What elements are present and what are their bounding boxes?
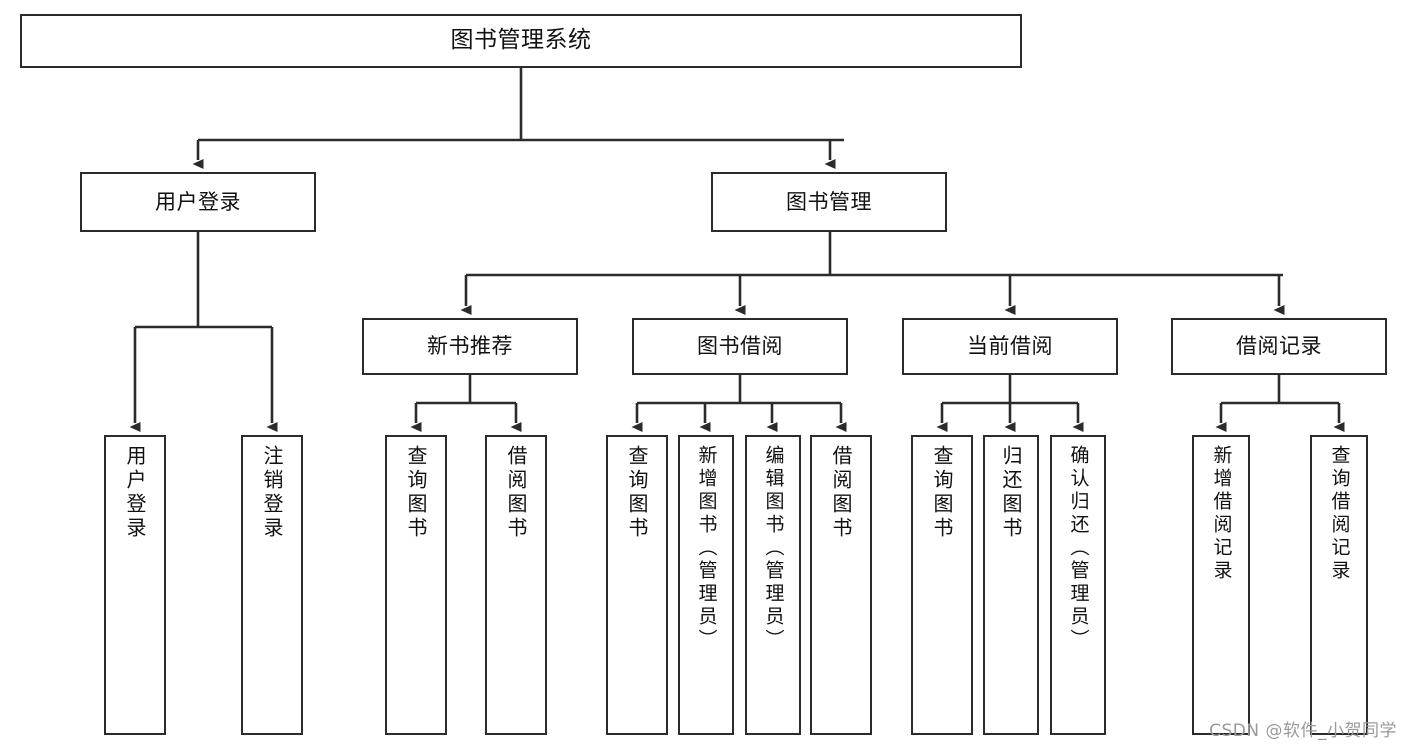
leaf-query-book-2-label: 查询图书 — [625, 445, 649, 541]
node-root[interactable]: 图书管理系统 — [20, 14, 1022, 68]
leaf-add-book-label: 新增图书（管理员） — [695, 445, 718, 652]
leaf-query-record[interactable]: 查询借阅记录 — [1310, 435, 1368, 735]
leaf-borrow-book-1[interactable]: 借阅图书 — [485, 435, 547, 735]
node-book-manage[interactable]: 图书管理 — [711, 172, 947, 232]
node-borrow-record[interactable]: 借阅记录 — [1171, 318, 1387, 375]
watermark-text: CSDN @软件_小贺同学 — [1209, 721, 1397, 741]
leaf-logout[interactable]: 注销登录 — [241, 435, 303, 735]
leaf-query-book-1-label: 查询图书 — [404, 445, 428, 541]
leaf-confirm-return-label: 确认归还（管理员） — [1067, 445, 1090, 652]
node-current-borrow[interactable]: 当前借阅 — [902, 318, 1118, 375]
node-current-borrow-label: 当前借阅 — [967, 334, 1053, 359]
node-new-book-recommend-label: 新书推荐 — [427, 334, 513, 359]
leaf-borrow-book-2-label: 借阅图书 — [829, 445, 853, 541]
leaf-query-book-3[interactable]: 查询图书 — [911, 435, 973, 735]
node-new-book-recommend[interactable]: 新书推荐 — [362, 318, 578, 375]
leaf-logout-label: 注销登录 — [260, 445, 284, 541]
node-user-login-label: 用户登录 — [155, 189, 241, 214]
leaf-query-book-3-label: 查询图书 — [930, 445, 954, 541]
leaf-edit-book-label: 编辑图书（管理员） — [762, 445, 785, 652]
leaf-confirm-return[interactable]: 确认归还（管理员） — [1050, 435, 1106, 735]
node-root-label: 图书管理系统 — [450, 27, 592, 54]
leaf-borrow-book-1-label: 借阅图书 — [504, 445, 528, 541]
node-book-borrow-label: 图书借阅 — [697, 334, 783, 359]
node-user-login[interactable]: 用户登录 — [80, 172, 316, 232]
leaf-query-book-2[interactable]: 查询图书 — [606, 435, 668, 735]
leaf-return-book-label: 归还图书 — [999, 445, 1023, 541]
node-book-manage-label: 图书管理 — [786, 189, 872, 214]
leaf-query-record-label: 查询借阅记录 — [1328, 445, 1351, 583]
leaf-edit-book[interactable]: 编辑图书（管理员） — [745, 435, 801, 735]
node-book-borrow[interactable]: 图书借阅 — [632, 318, 848, 375]
leaf-add-record-label: 新增借阅记录 — [1210, 445, 1233, 583]
node-borrow-record-label: 借阅记录 — [1236, 334, 1322, 359]
leaf-return-book[interactable]: 归还图书 — [983, 435, 1039, 735]
leaf-user-login-label: 用户登录 — [123, 445, 147, 541]
leaf-add-book[interactable]: 新增图书（管理员） — [678, 435, 734, 735]
leaf-add-record[interactable]: 新增借阅记录 — [1192, 435, 1250, 735]
leaf-query-book-1[interactable]: 查询图书 — [385, 435, 447, 735]
leaf-borrow-book-2[interactable]: 借阅图书 — [810, 435, 872, 735]
leaf-user-login[interactable]: 用户登录 — [104, 435, 166, 735]
